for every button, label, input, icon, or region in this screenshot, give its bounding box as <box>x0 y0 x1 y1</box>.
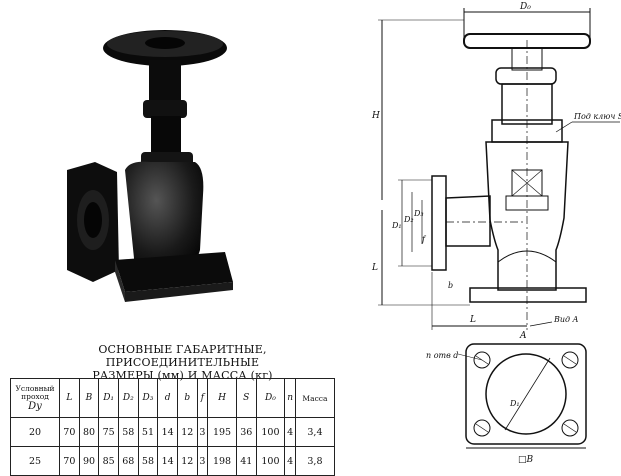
table-cell: 25 <box>10 446 60 476</box>
col-n: n <box>284 378 296 418</box>
col-D0: D₀ <box>255 378 286 418</box>
table-heading: ОСНОВНЫЕ ГАБАРИТНЫЕ, ПРИСОЕДИНИТЕЛЬНЫЕ Р… <box>20 343 345 382</box>
table-cell: 4 <box>284 417 296 447</box>
table-cell: 41 <box>235 446 257 476</box>
table-heading-line1: ОСНОВНЫЕ ГАБАРИТНЫЕ, ПРИСОЕДИНИТЕЛЬНЫЕ <box>98 343 267 369</box>
col-D1: D₁ <box>98 378 119 418</box>
label-wrench: Под ключ S <box>573 112 621 121</box>
label-b: b <box>448 281 453 290</box>
table-cell: 100 <box>255 417 286 447</box>
col-L: L <box>59 378 80 418</box>
table-cell: 12 <box>176 417 198 447</box>
table-cell: 90 <box>78 446 100 476</box>
label-D3: D₃ <box>413 209 424 218</box>
table-row: 20 70 80 75 58 51 14 12 3 195 36 100 4 3… <box>10 417 336 447</box>
label-H: H <box>371 111 380 121</box>
table-cell: 3,8 <box>294 446 336 476</box>
table-cell: 68 <box>117 446 139 476</box>
col-d: d <box>157 378 178 418</box>
dimensions-table: Условный проход Dy L B D₁ D₂ D₃ d b f H … <box>10 378 336 476</box>
table-cell: 75 <box>98 417 119 447</box>
table-cell: 20 <box>10 417 60 447</box>
table-cell: 80 <box>78 417 100 447</box>
table-cell: 3 <box>196 446 209 476</box>
valve-photo <box>67 30 233 302</box>
col-S: S <box>235 378 257 418</box>
table-cell: 3,4 <box>294 417 336 447</box>
table-cell: 195 <box>207 417 237 447</box>
table-cell: 58 <box>117 417 139 447</box>
col-f: f <box>196 378 209 418</box>
table-row: 25 70 90 85 68 58 14 12 3 198 41 100 4 3… <box>10 446 336 476</box>
valve-technical-drawing: D₀ H L Под ключ S D₁ D₂ D₃ f b L A Вид A… <box>371 2 621 465</box>
table-header-row: Условный проход Dy L B D₁ D₂ D₃ d b f H … <box>10 378 336 418</box>
table-cell: 3 <box>196 417 209 447</box>
label-holes: n отв d <box>426 351 458 360</box>
label-D1-bottom: D₁ <box>509 399 520 408</box>
label-D0: D₀ <box>519 2 531 12</box>
col-nominal-bore-label: Условный проход <box>15 384 55 401</box>
col-H: H <box>207 378 237 418</box>
table-cell: 36 <box>235 417 257 447</box>
table-cell: 14 <box>157 446 178 476</box>
label-L-vertical: L <box>371 263 378 273</box>
table-cell: 4 <box>284 446 296 476</box>
col-nominal-bore: Условный проход Dy <box>10 378 60 418</box>
col-dy-label: Dy <box>28 401 42 412</box>
label-L-horizontal: L <box>469 315 476 325</box>
col-D2: D₂ <box>117 378 139 418</box>
table-cell: 70 <box>59 417 80 447</box>
label-D2: D₂ <box>403 215 414 224</box>
col-B: B <box>78 378 100 418</box>
col-D3: D₃ <box>137 378 159 418</box>
table-cell: 100 <box>255 446 286 476</box>
col-b: b <box>176 378 198 418</box>
table-cell: 198 <box>207 446 237 476</box>
table-cell: 85 <box>98 446 119 476</box>
table-cell: 58 <box>137 446 159 476</box>
label-D1: D₁ <box>391 221 402 230</box>
table-cell: 70 <box>59 446 80 476</box>
label-B: □B <box>518 455 534 465</box>
table-cell: 51 <box>137 417 159 447</box>
table-cell: 12 <box>176 446 198 476</box>
col-mass: Масса <box>294 378 336 418</box>
table-cell: 14 <box>157 417 178 447</box>
label-view-A: Вид A <box>553 315 579 324</box>
label-f: f <box>421 235 427 244</box>
label-A: A <box>519 331 527 341</box>
